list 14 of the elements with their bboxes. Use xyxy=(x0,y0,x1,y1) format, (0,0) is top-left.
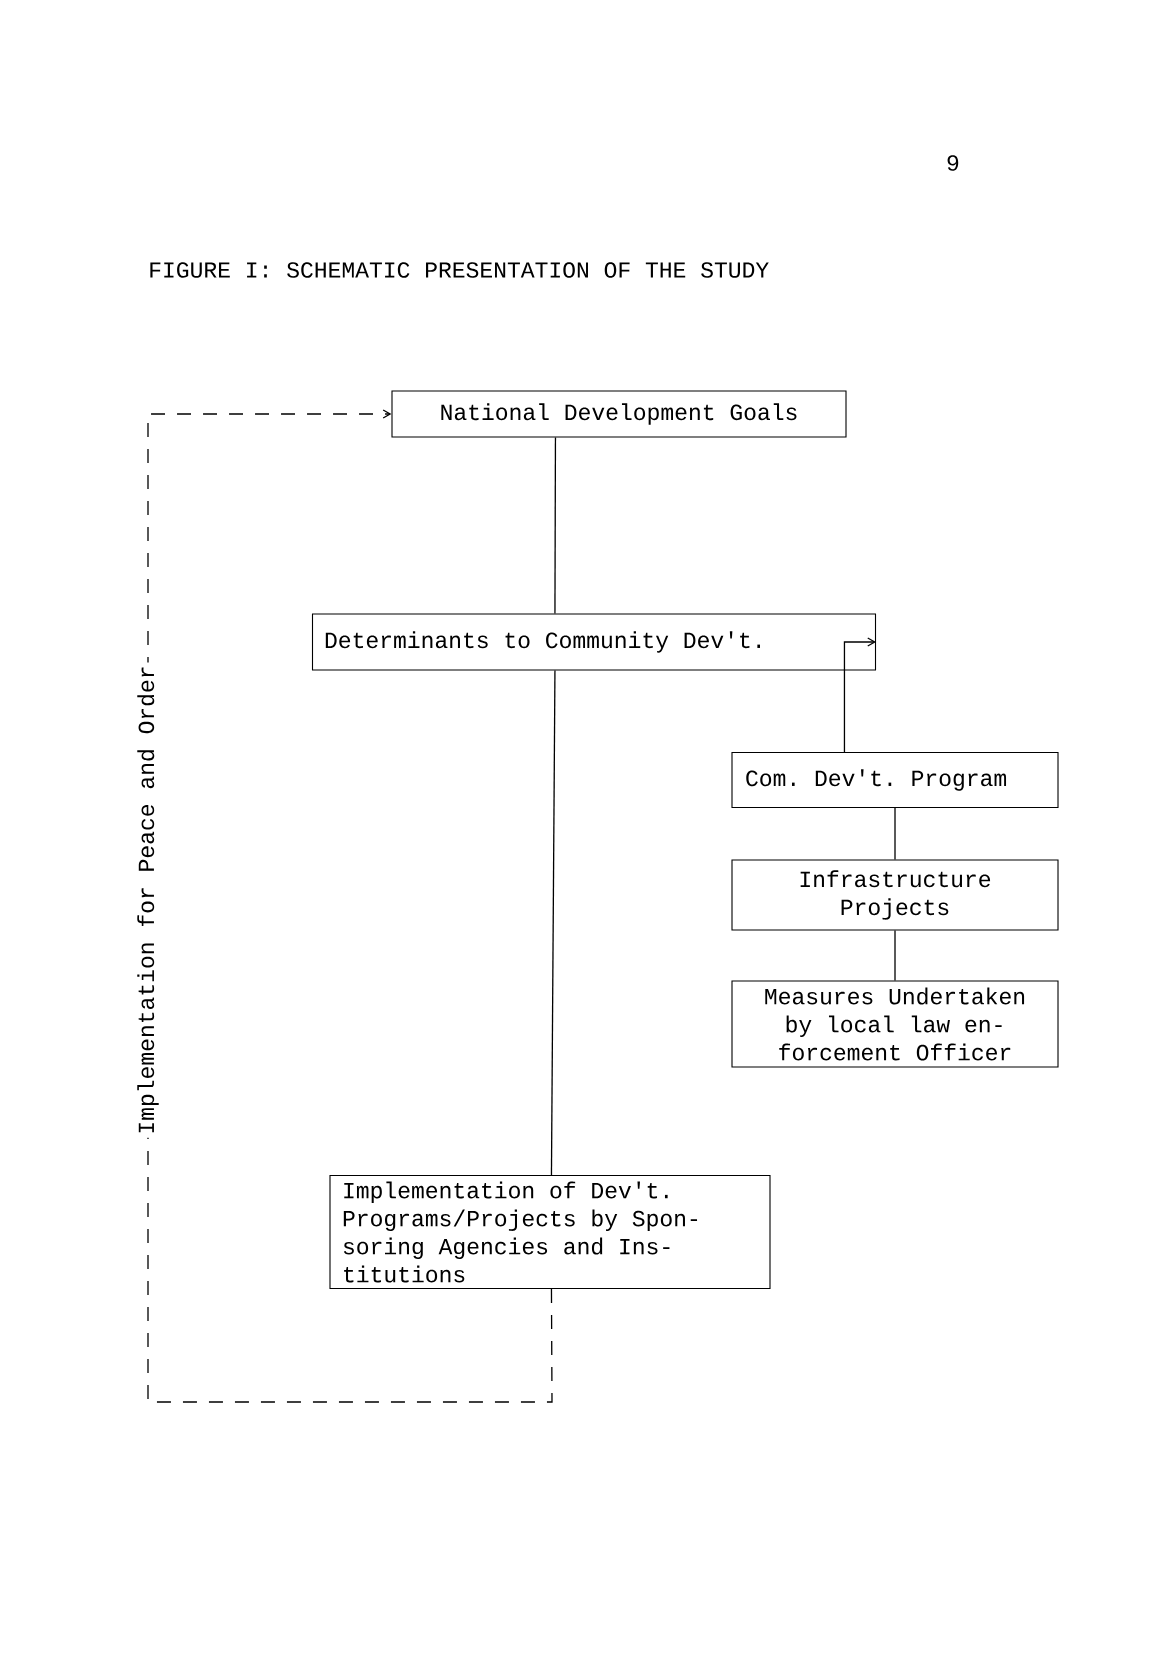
connector-line xyxy=(550,669,556,1176)
text-box: Implementation of Dev't. Programs/Projects by Spon- soring Agencies and Ins- titutions xyxy=(329,1174,771,1290)
text-box: Com. Dev't. Program xyxy=(731,751,1059,809)
text-box: Determinants to Community Dev't. xyxy=(311,613,877,671)
arrow xyxy=(843,637,877,753)
connector-line xyxy=(894,807,896,861)
figure-title: FIGURE I: SCHEMATIC PRESENTATION OF THE STUDY xyxy=(150,262,769,278)
connector-line xyxy=(894,929,896,982)
text-box: National Development Goals xyxy=(391,390,847,438)
text-box: Measures Undertaken by local law en- forcement Officer xyxy=(731,980,1059,1068)
connector-line xyxy=(554,436,557,615)
edge-label: Implementation for Peace and Order xyxy=(134,662,162,1138)
page-number: 9 xyxy=(947,155,959,171)
text-box: Infrastructure Projects xyxy=(731,859,1059,931)
